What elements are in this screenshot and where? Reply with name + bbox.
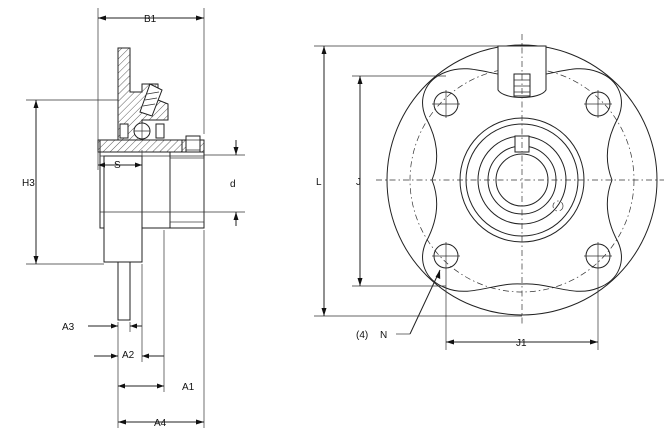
seal-left bbox=[119, 123, 129, 139]
side-view: B1 H3 S d A3 bbox=[22, 8, 245, 429]
extended-inner-ring bbox=[169, 151, 205, 229]
housing-band bbox=[103, 155, 143, 263]
bolt-hole-tl bbox=[432, 90, 460, 118]
label-n-count: (4) bbox=[356, 330, 368, 341]
set-screw bbox=[185, 135, 201, 155]
label-s: S bbox=[114, 160, 121, 171]
label-a4: A4 bbox=[154, 418, 167, 429]
grease-boss bbox=[497, 45, 547, 98]
inner-ring-section bbox=[97, 139, 205, 153]
label-l: L bbox=[316, 177, 322, 188]
front-view: L J J1 (4) N bbox=[314, 34, 664, 350]
label-a2: A2 bbox=[122, 350, 135, 361]
bolt-hole-tr bbox=[584, 90, 612, 118]
grease-fitting bbox=[139, 83, 163, 117]
bolt-hole-br bbox=[584, 242, 612, 270]
seal-right bbox=[155, 123, 165, 139]
label-d: d bbox=[230, 179, 236, 190]
label-j1: J1 bbox=[516, 338, 527, 349]
label-n: N bbox=[380, 330, 387, 341]
outer-circle bbox=[386, 44, 658, 316]
label-a1: A1 bbox=[182, 382, 195, 393]
label-a3: A3 bbox=[62, 322, 75, 333]
label-b1: B1 bbox=[144, 14, 157, 25]
label-j: J bbox=[356, 177, 361, 188]
bolt-hole-bl bbox=[432, 242, 460, 270]
label-h3: H3 bbox=[22, 178, 35, 189]
